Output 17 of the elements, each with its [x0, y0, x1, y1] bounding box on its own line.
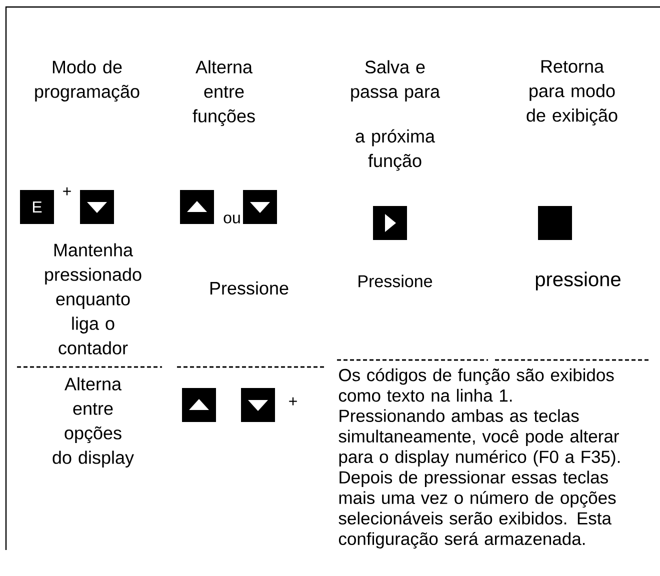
heading-text: Alterna entre funções	[192, 60, 255, 126]
key-icon	[182, 388, 216, 422]
key-icon	[373, 206, 407, 240]
heading-text: Modo de programação	[35, 60, 140, 102]
instruction-text: Pressione	[358, 274, 432, 288]
key-icon	[538, 206, 572, 240]
key-icon	[180, 190, 214, 224]
instruction-text: Mantenha pressionado enquanto liga o contador	[45, 243, 142, 354]
plus-sign: +	[63, 187, 71, 196]
key-icon	[241, 388, 275, 422]
instruction-text: Pressione	[210, 281, 288, 295]
key-icon	[243, 190, 277, 224]
key-icon	[80, 190, 114, 224]
heading-text: Retorna para modo de exibição	[526, 60, 618, 126]
or-text: ou	[224, 214, 240, 224]
paragraph-text: Pressionando ambas as teclas simultaneamente, você pode alterar para o display numérico (F0 a F35). Depois de pressionar essas teclas mais uma vez o número de opções selecionáveis serão exibidos. Esta configuração será armazenada.	[338, 409, 620, 549]
heading-text: Salva e passa para	[351, 60, 440, 102]
